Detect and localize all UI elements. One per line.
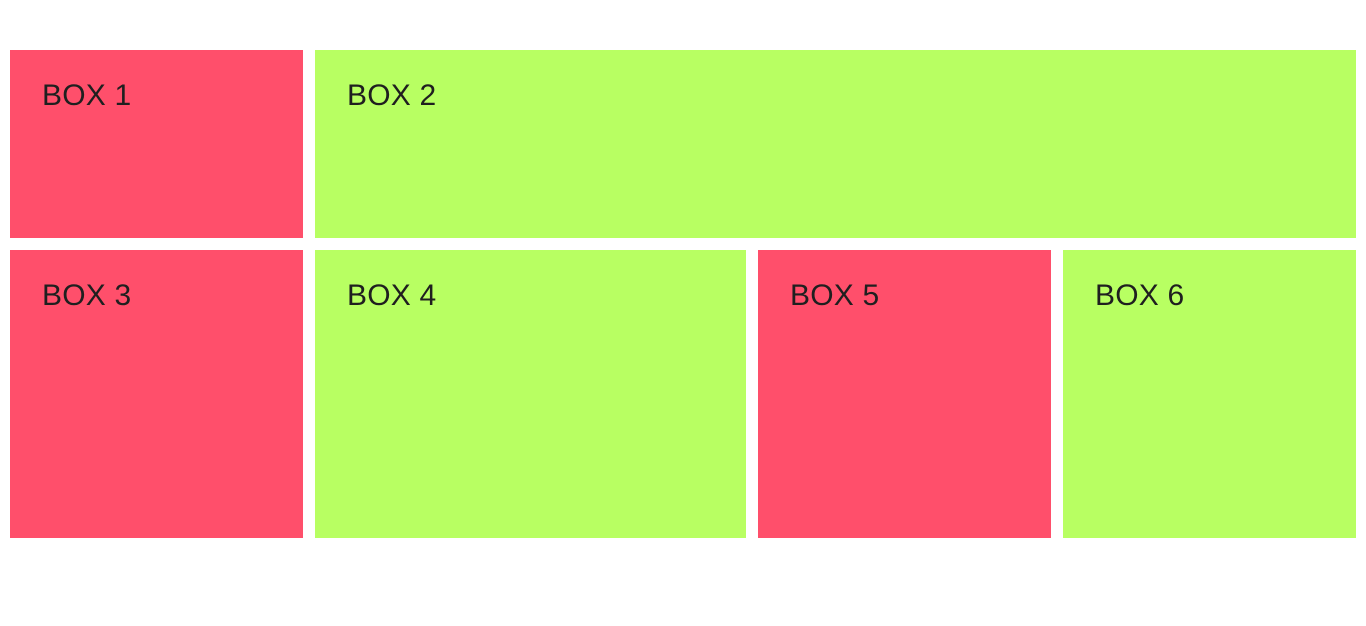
box-4: BOX 4	[315, 250, 746, 538]
box-2: BOX 2	[315, 50, 1356, 238]
box-5-label: BOX 5	[790, 279, 880, 312]
box-5: BOX 5	[758, 250, 1051, 538]
box-3-label: BOX 3	[42, 279, 132, 312]
box-1: BOX 1	[10, 50, 303, 238]
box-6-label: BOX 6	[1095, 279, 1185, 312]
box-2-label: BOX 2	[347, 79, 437, 112]
box-4-label: BOX 4	[347, 279, 437, 312]
box-1-label: BOX 1	[42, 79, 132, 112]
box-3: BOX 3	[10, 250, 303, 538]
box-6: BOX 6	[1063, 250, 1356, 538]
